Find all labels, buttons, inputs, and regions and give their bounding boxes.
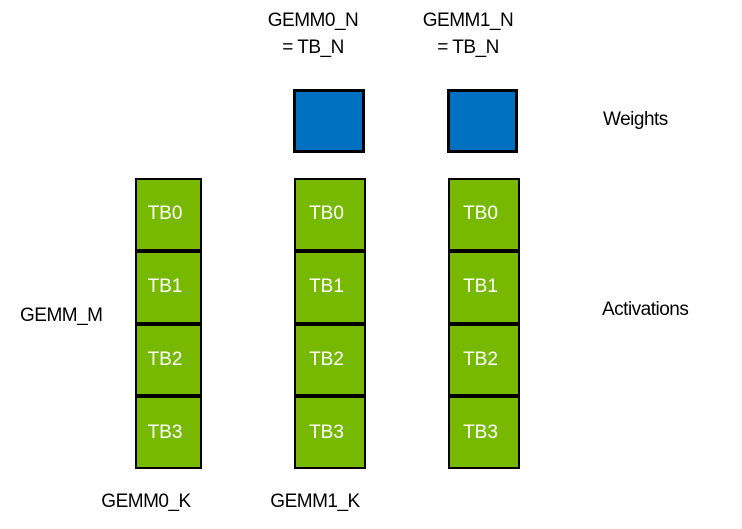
tb-block: TB2 (294, 323, 366, 397)
tb-block: TB3 (294, 396, 366, 469)
label-weights: Weights (603, 109, 668, 130)
label-gemm0-n: GEMM0_N = TB_N (267, 10, 359, 58)
tb-block: TB3 (135, 396, 202, 469)
tb-block: TB1 (448, 250, 520, 324)
label-activations: Activations (602, 299, 689, 320)
tb-block: TB0 (448, 178, 520, 251)
tb-block: TB1 (135, 250, 202, 324)
label-gemm1-k: GEMM1_K (270, 491, 360, 512)
activation-column-2: TB0 TB1 TB2 TB3 (294, 178, 366, 469)
weight-square-gemm1 (447, 89, 518, 153)
label-gemm-m: GEMM_M (20, 305, 103, 326)
tb-block: TB1 (294, 250, 366, 324)
tb-block: TB3 (448, 396, 520, 469)
tb-block: TB2 (448, 323, 520, 397)
tb-block: TB2 (135, 323, 202, 397)
activation-column-3: TB0 TB1 TB2 TB3 (448, 178, 520, 469)
weight-square-gemm0 (293, 89, 365, 153)
label-gemm1-n: GEMM1_N = TB_N (422, 10, 514, 58)
activation-column-1: TB0 TB1 TB2 TB3 (135, 178, 202, 469)
label-gemm0-k: GEMM0_K (101, 491, 191, 512)
tb-block: TB0 (294, 178, 366, 251)
tb-block: TB0 (135, 178, 202, 251)
